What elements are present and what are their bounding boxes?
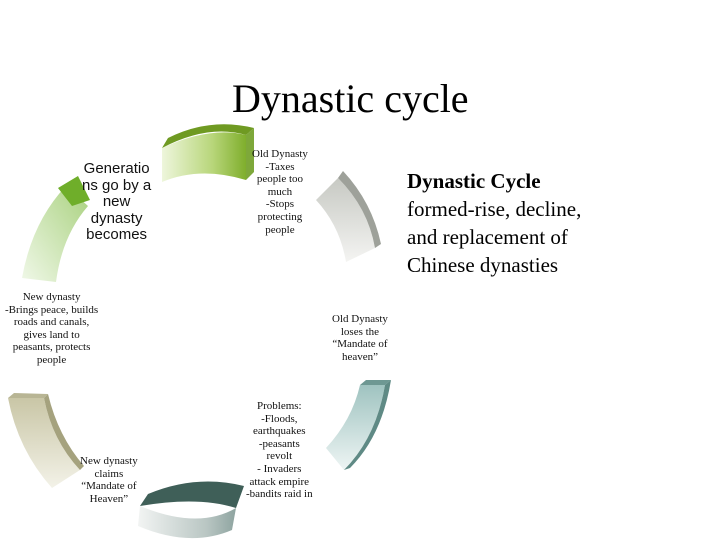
definition-line: and replacement of	[407, 225, 568, 249]
cycle-label-claims-mandate: New dynasty claims “Mandate of Heaven”	[80, 455, 138, 505]
cycle-arc-right-upper	[316, 171, 381, 262]
slide-title: Dynastic cycle	[232, 76, 469, 121]
cycle-label-problems: Problems: -Floods, earthquakes -peasants…	[246, 400, 313, 501]
cycle-label-generations: Generatio ns go by a new dynasty becomes	[82, 160, 152, 243]
cycle-arc-left-lower	[8, 393, 84, 488]
cycle-label-old-dynasty-taxes: Old Dynasty -Taxes people too much -Stop…	[252, 148, 308, 236]
cycle-label-loses-mandate: Old Dynasty loses the “Mandate of heaven…	[332, 313, 388, 363]
cycle-arc-bottom	[138, 481, 244, 539]
cycle-arc-left-upper	[22, 176, 90, 282]
cycle-label-new-dynasty-peace: New dynasty -Brings peace, builds roads …	[5, 291, 99, 366]
cycle-arc-top	[162, 124, 254, 182]
definition-line: Chinese dynasties	[407, 253, 559, 277]
cycle-arc-right-lower	[326, 380, 391, 470]
definition-line: formed-rise, decline,	[407, 197, 582, 221]
definition-heading: Dynastic Cycle	[407, 169, 541, 193]
dynastic-cycle-definition: Dynastic Cycle formed-rise, decline, and…	[407, 167, 581, 279]
